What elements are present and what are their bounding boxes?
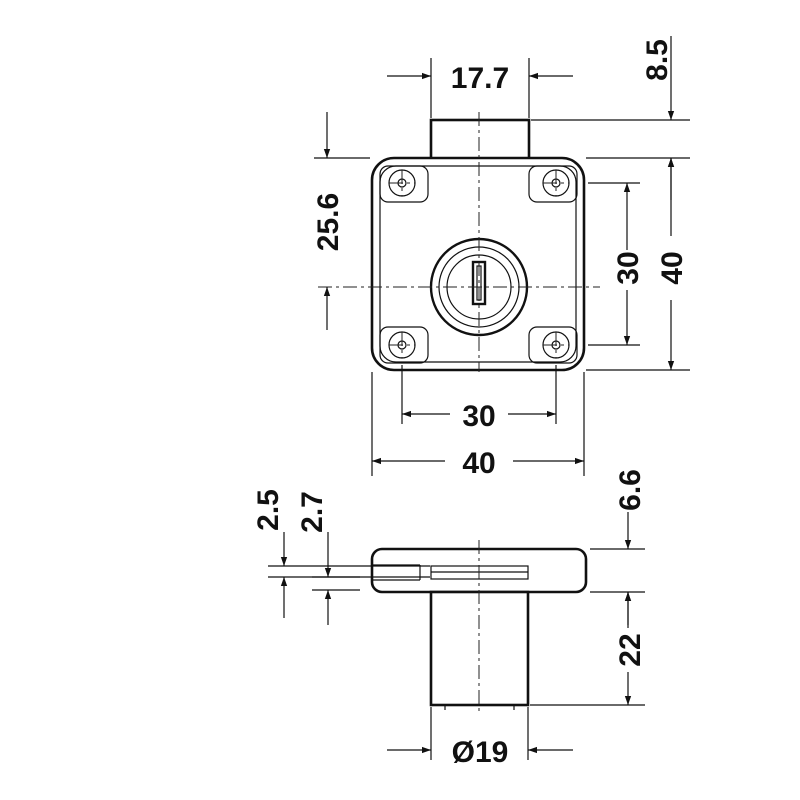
dim-body-thickness: 6.6 — [590, 469, 647, 628]
side-view — [370, 540, 588, 714]
lock-body-plate — [370, 156, 586, 372]
dim-hole-spacing-horizontal: 30 — [401, 365, 557, 433]
dim-keyhole-center-offset: 25.6 — [312, 112, 370, 330]
dim-label-8-5: 8.5 — [641, 39, 674, 81]
dim-bolt-thickness: 2.5 — [252, 489, 430, 618]
dim-top-cylinder-width: 17.7 — [387, 58, 573, 118]
dim-label-30-horizontal: 30 — [462, 400, 495, 433]
dim-body-width: 40 — [371, 372, 585, 480]
dim-label-6-6: 6.6 — [614, 469, 647, 511]
top-cylinder-protrusion — [429, 118, 531, 162]
dim-bolt-offset: 2.7 — [296, 491, 360, 625]
dim-body-height: 40 — [586, 158, 690, 371]
dim-label-25-6: 25.6 — [312, 193, 345, 251]
dim-label-30-vertical: 30 — [612, 251, 645, 284]
dim-label-22: 22 — [614, 633, 647, 666]
dim-hole-spacing-vertical: 30 — [588, 182, 645, 346]
dim-cylinder-length: 22 — [530, 592, 647, 706]
dim-label-diameter-19: Ø19 — [452, 736, 509, 769]
lock-body-inner-outline — [379, 165, 577, 363]
dim-label-17-7: 17.7 — [451, 62, 509, 95]
dim-label-40-vertical: 40 — [656, 251, 689, 284]
dim-label-2-7: 2.7 — [296, 491, 329, 533]
dim-label-40-horizontal: 40 — [462, 447, 495, 480]
front-view — [318, 112, 600, 372]
dim-label-2-5: 2.5 — [252, 489, 285, 531]
dim-cylinder-diameter: Ø19 — [387, 707, 573, 769]
